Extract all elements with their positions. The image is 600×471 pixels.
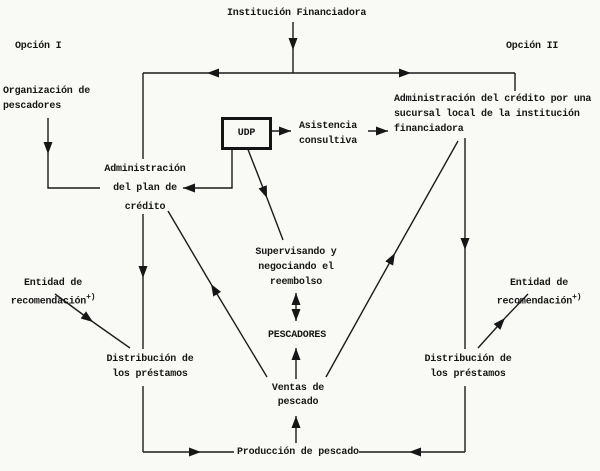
entidad-left-footnote-mark: +) (86, 293, 96, 302)
node-organizacion-pescadores: Organización de pescadores (3, 86, 91, 112)
entidad-right-text: Entidad de recomendación (496, 278, 573, 308)
label-opcion-ii: Opción II (506, 41, 559, 52)
node-institucion-financiadora: Institución Financiadora (227, 8, 367, 19)
node-administracion-plan-credito: Administración del plan de crédito (104, 164, 186, 213)
node-entidad-recomendacion-right: Entidad de recomendación+) (487, 263, 591, 309)
node-ventas-pescado: Ventas de pescado (271, 383, 325, 408)
label-opcion-i: Opción I (15, 41, 62, 52)
node-produccion-pescado: Producción de pescado (237, 447, 359, 458)
node-pescadores: PESCADORES (268, 330, 327, 341)
node-entidad-recomendacion-left: Entidad de recomendación+) (1, 263, 105, 309)
node-udp-box: UDP (221, 117, 272, 150)
node-distribucion-prestamos-right: Distribución de los préstamos (424, 354, 512, 380)
entidad-left-text: Entidad de recomendación (10, 278, 87, 308)
node-supervisando-reembolso: Supervisando y negociando el reembolso (255, 247, 337, 288)
entidad-right-footnote-mark: +) (572, 293, 582, 302)
node-distribucion-prestamos-left: Distribución de los préstamos (106, 354, 194, 380)
node-asistencia-consultiva: Asistencia consultiva (299, 121, 358, 147)
node-administracion-credito-sucursal: Administración del crédito por una sucur… (394, 94, 592, 135)
